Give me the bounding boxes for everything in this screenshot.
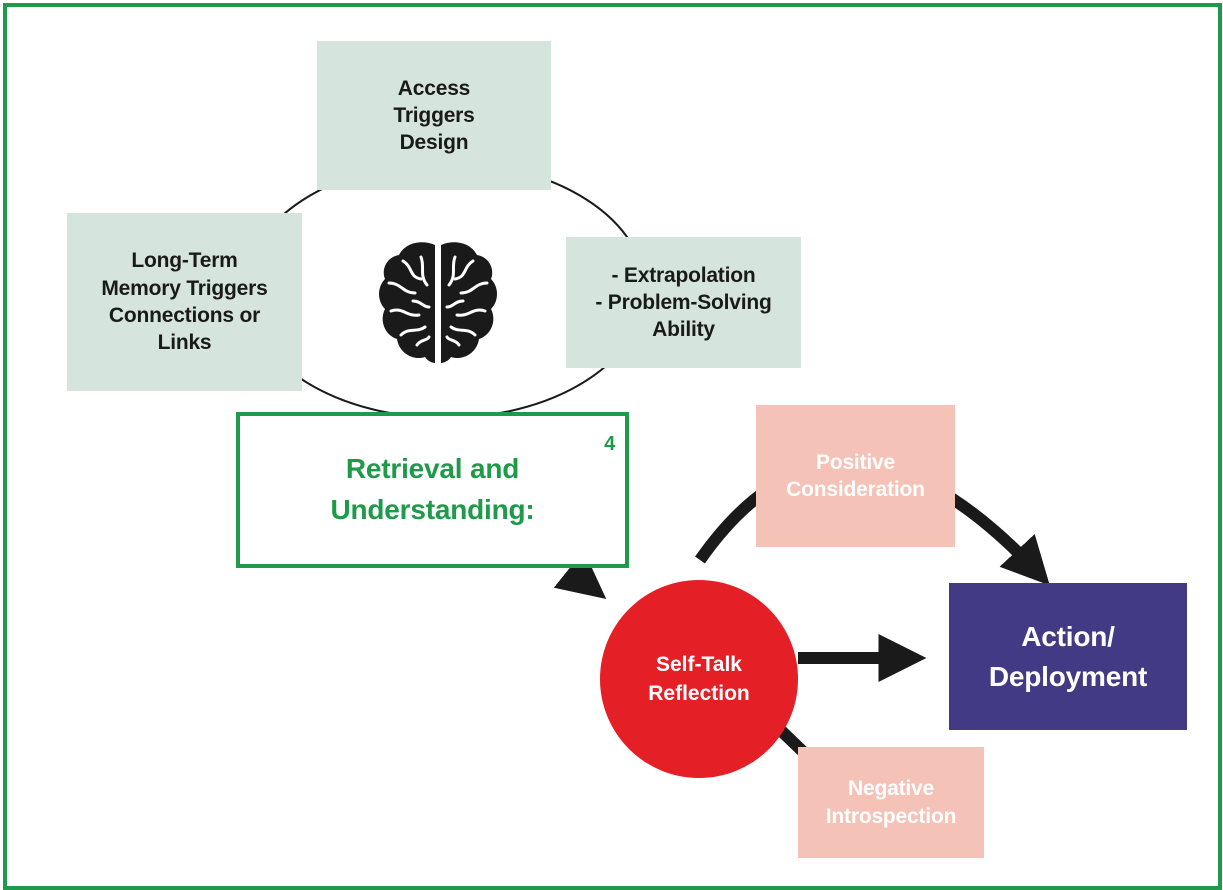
extrapolation-box: - Extrapolation - Problem-Solving Abilit…: [566, 237, 801, 368]
negative-introspection-box: Negative Introspection: [798, 747, 984, 858]
self-talk-circle: Self-Talk Reflection: [600, 580, 798, 778]
outer-frame: [3, 3, 1222, 890]
action-deployment-text: Action/ Deployment: [988, 621, 1148, 692]
positive-consideration-text: Positive Consideration: [786, 450, 925, 501]
negative-introspection-text: Negative Introspection: [825, 777, 957, 828]
long-term-memory-box: Long-Term Memory Triggers Connections or…: [67, 213, 302, 391]
self-talk-text: Self-Talk Reflection: [648, 652, 750, 705]
long-term-memory-text: Long-Term Memory Triggers Connections or…: [101, 249, 268, 355]
stage-number: 4: [604, 433, 615, 455]
access-triggers-text: Access Triggers Design: [393, 76, 475, 155]
extrapolation-text: - Extrapolation - Problem-Solving Abilit…: [595, 263, 772, 342]
access-triggers-box: Access Triggers Design: [317, 41, 551, 190]
action-deployment-box: Action/ Deployment: [949, 583, 1187, 730]
retrieval-to-self-talk-arrow: [553, 550, 607, 599]
retrieval-stage-box: Retrieval and Understanding: 4: [236, 412, 629, 568]
retrieval-stage-title: Retrieval and Understanding:: [330, 453, 535, 525]
positive-consideration-box: Positive Consideration: [756, 405, 955, 547]
brain-icon: [379, 242, 497, 363]
